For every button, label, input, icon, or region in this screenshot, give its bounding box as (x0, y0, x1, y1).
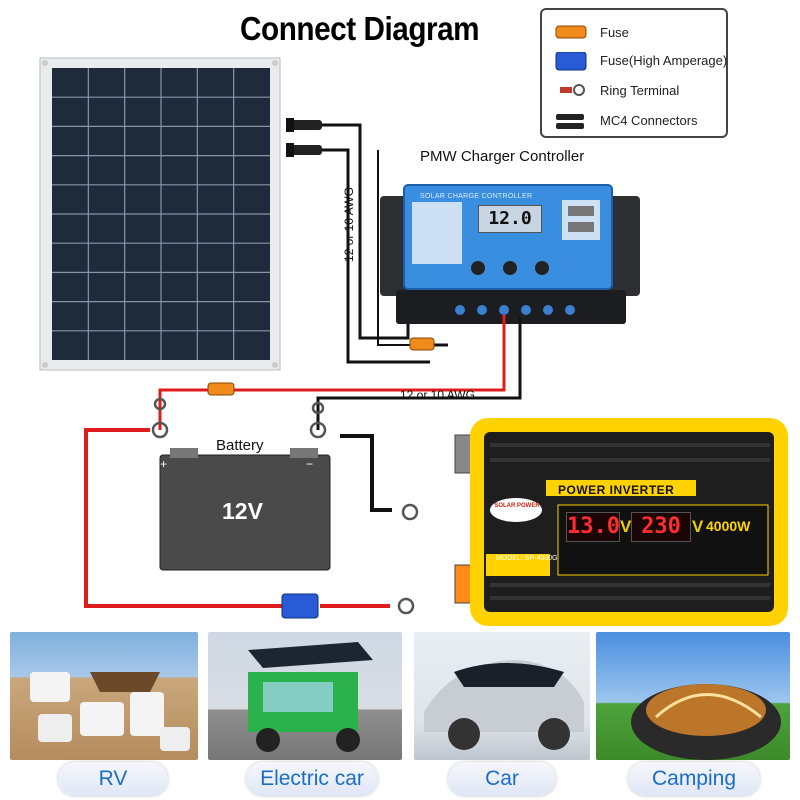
legend-label: MC4 Connectors (600, 113, 698, 128)
controller-label: PMW Charger Controller (420, 148, 585, 165)
charge-controller (380, 184, 640, 324)
solar-panel (39, 57, 281, 371)
legend-row-high-amperage-fuse: Fuse(High Amperage) (542, 48, 728, 72)
legend-box: Fuse Fuse(High Amperage) Ring Terminal M… (540, 8, 728, 138)
rv-photo (10, 632, 198, 760)
mc4-connectors (286, 118, 322, 157)
battery: + − (159, 448, 331, 571)
app-label-rv: RV (58, 762, 168, 796)
legend-row-fuse: Fuse (542, 20, 726, 44)
ring-terminals (151, 397, 419, 615)
app-label-camping: Camping (628, 762, 760, 796)
car-icon (424, 660, 584, 750)
electric-tricycle-icon (248, 642, 373, 752)
legend-label: Fuse (600, 25, 629, 40)
controller-header: SOLAR CHARGE CONTROLLER (420, 193, 533, 200)
electric-car-photo (208, 632, 402, 760)
mc4-connector-icon (556, 114, 584, 129)
battery-label: Battery (216, 437, 264, 454)
high-amperage-fuse-icon (555, 52, 587, 71)
inverter-wattage: 4000W (706, 518, 751, 534)
rv-icon (30, 672, 190, 751)
car-photo (414, 632, 590, 760)
inverter-brand: SOLAR POWER (494, 503, 540, 509)
inverter-title: POWER INVERTER (558, 483, 675, 497)
battery-voltage: 12V (222, 498, 263, 524)
inverter-output-unit: V (692, 517, 704, 536)
diagram-title: Connect Diagram (240, 10, 480, 47)
legend-row-mc4: MC4 Connectors (542, 108, 726, 132)
app-label-car: Car (448, 762, 556, 796)
svg-text:−: − (306, 457, 313, 471)
fuse-icon (555, 25, 587, 39)
wiring-diagram: + − (39, 57, 788, 626)
legend-label: Fuse(High Amperage) (600, 53, 728, 68)
wire-gauge-label: 12 or 10 AWG (400, 388, 475, 402)
ring-terminal-icon (560, 84, 585, 96)
camping-photo (596, 632, 790, 760)
inverter-input-unit: V (620, 517, 632, 536)
inverter-output-display: 230 (631, 512, 691, 542)
app-label-electric-car: Electric car (246, 762, 378, 796)
wire-gauge-label: 12 or 10 AWG (342, 187, 356, 262)
inverter-model: MODEL: SP-4000G (496, 555, 558, 562)
legend-row-ring-terminal: Ring Terminal (542, 78, 726, 102)
controller-display: 12.0 (478, 205, 542, 233)
legend-label: Ring Terminal (600, 83, 680, 98)
svg-text:+: + (160, 457, 167, 471)
tent-icon (631, 684, 781, 760)
inverter-input-display: 13.0 (566, 512, 620, 542)
